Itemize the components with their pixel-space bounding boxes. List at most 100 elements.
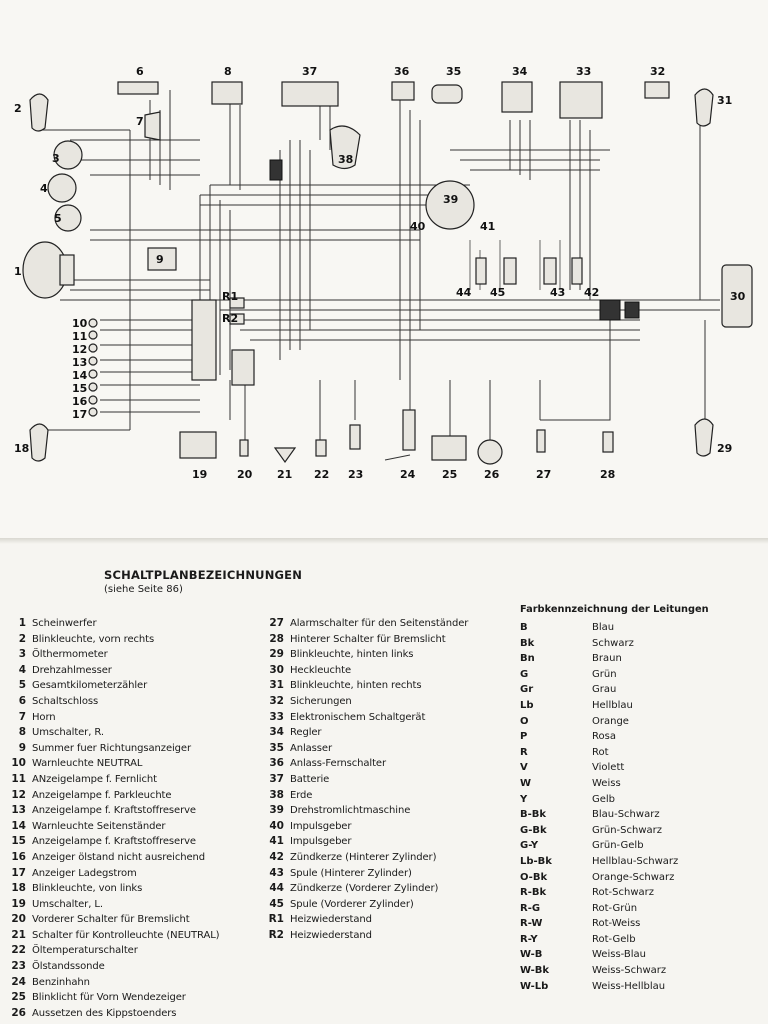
battery-shape — [281, 81, 339, 107]
label-41: 41 — [480, 220, 495, 233]
label-34: 34 — [512, 65, 528, 78]
color-code: B — [520, 622, 528, 633]
label-r2: R2 — [222, 312, 238, 325]
legend-item-number: 24 — [11, 975, 26, 988]
color-name: Grau — [592, 684, 617, 696]
color-name: Grün-Gelb — [592, 840, 644, 852]
legend-item-number: 3 — [18, 648, 26, 661]
legend-item-text: Anlasser — [290, 742, 332, 754]
legend-item-text: Drehstromlichtmaschine — [290, 805, 411, 817]
legend-item-number: 4 — [18, 663, 26, 676]
legend-item-number: 43 — [269, 866, 284, 879]
label-10: 10 — [72, 317, 88, 330]
label-44: 44 — [456, 286, 472, 299]
front-brake-switch-shape — [239, 439, 249, 457]
legend-item-text: Ölstandssonde — [32, 961, 105, 973]
color-code: W-Lb — [520, 980, 549, 992]
legend-item-text: Ölthermometer — [32, 649, 108, 661]
electronic-unit-shape — [559, 81, 603, 119]
legend-item-text: Anlass-Fernschalter — [290, 758, 386, 770]
fuses-shape — [644, 81, 670, 99]
label-26: 26 — [484, 468, 500, 481]
page-fold — [0, 538, 768, 544]
color-code: Gr — [520, 684, 534, 696]
legend-item-text: Anzeigelampe f. Kraftstoffreserve — [32, 836, 196, 848]
warning-lamp-panel-shape — [191, 299, 217, 381]
legend-section: SCHALTPLANBEZEICHNUNGEN (siehe Seite 86)… — [0, 544, 768, 1024]
color-code-row: Gr Grau — [520, 682, 760, 698]
switch-right-shape — [211, 81, 243, 105]
label-42: 42 — [584, 286, 599, 299]
label-45: 45 — [490, 286, 505, 299]
label-32: 32 — [650, 65, 665, 78]
color-code: Lb — [520, 699, 534, 711]
legend-item-number: 14 — [11, 819, 26, 832]
color-name: Gelb — [592, 793, 616, 805]
label-14: 14 — [72, 369, 88, 382]
color-code: G-Y — [520, 840, 539, 852]
legend-item-number: 19 — [11, 897, 26, 910]
sidestand-alarm-switch-shape — [536, 429, 546, 453]
label-5: 5 — [54, 212, 62, 225]
legend-item-number: 16 — [11, 850, 26, 863]
label-24: 24 — [400, 468, 416, 481]
legend-item-number: 33 — [269, 710, 284, 723]
label-2: 2 — [14, 102, 22, 115]
legend-item-text: Batterie — [290, 773, 330, 785]
color-name: Grün — [592, 668, 617, 680]
legend-item-text: Heckleuchte — [290, 664, 352, 676]
label-19: 19 — [192, 468, 207, 481]
legend-item-text: Anzeigelampe f. Parkleuchte — [32, 789, 172, 801]
label-30: 30 — [730, 290, 746, 303]
wire-harness — [40, 90, 720, 440]
label-35: 35 — [446, 65, 461, 78]
legend-item-text: Anzeiger ölstand nicht ausreichend — [32, 851, 205, 863]
legend-item-text: Warnleuchte Seitenständer — [32, 820, 166, 832]
legend-item-text: Gesamtkilometerzähler — [32, 680, 148, 692]
legend-item-number: 8 — [18, 726, 26, 739]
label-36: 36 — [394, 65, 410, 78]
legend-item-text: Summer fuer Richtungsanzeiger — [32, 742, 191, 754]
color-code: R-G — [520, 902, 541, 914]
legend-item-number: 45 — [269, 897, 284, 910]
legend-item-number: 38 — [269, 788, 284, 801]
legend-item-number: 32 — [269, 694, 284, 707]
color-name: Hellblau — [592, 699, 633, 711]
wiring-diagram: 1 2 3 4 5 6 7 8 9 10 11 12 13 14 15 16 1… — [14, 65, 753, 481]
legend-item-number: 13 — [11, 804, 26, 817]
fuel-tap-shape — [402, 409, 416, 451]
coil-rear-shape — [503, 257, 517, 285]
headlamp-shape — [22, 241, 75, 299]
legend-item-number: 30 — [269, 663, 284, 676]
buzzer-shape — [147, 247, 177, 271]
legend-item-number: 25 — [11, 991, 26, 1004]
resistor-r2-shape — [229, 313, 245, 325]
legend-item-text: Vorderer Schalter für Bremslicht — [32, 914, 190, 926]
sidestand-switch-shape — [477, 439, 503, 465]
legend-item-text: Umschalter, R. — [32, 727, 104, 739]
